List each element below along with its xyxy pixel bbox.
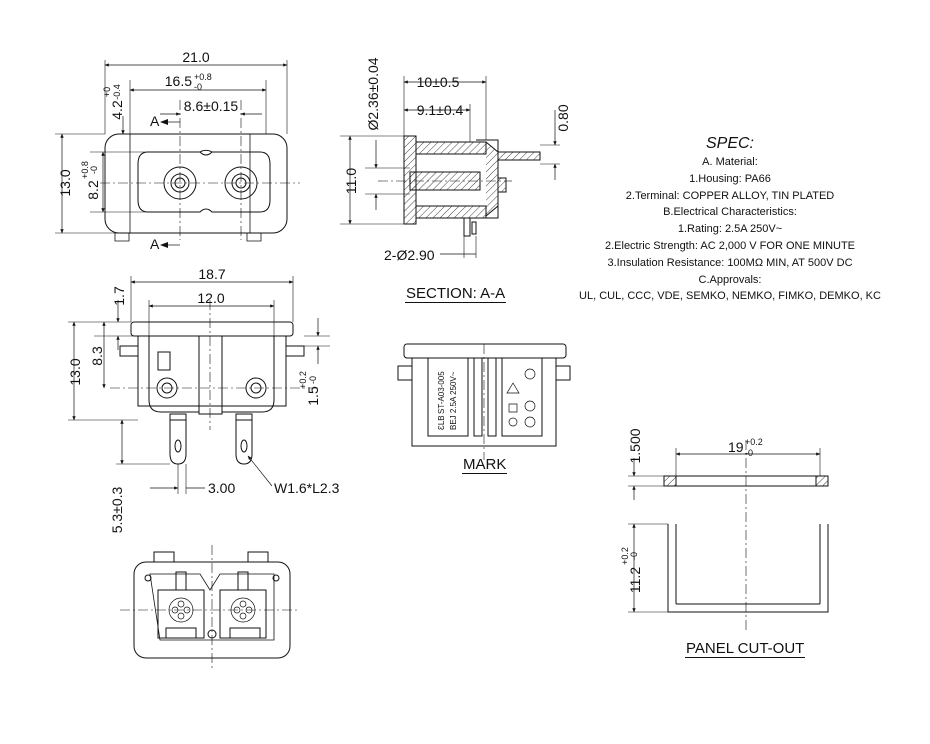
dim-side-pin-pitch: 3.00: [208, 480, 235, 496]
dim-front-pitch: 8.6±0.15: [184, 98, 239, 114]
side-view: [68, 276, 330, 494]
spec-title: SPEC:: [705, 135, 754, 152]
side-dims: 18.7 12.0 1.7 13.0 8.3 1.5 +0.2 -0 5.3±0…: [67, 266, 340, 533]
dim-front-top: 4.2: [109, 100, 125, 120]
spec-line: A. Material:: [702, 156, 758, 168]
spec-line: B.Electrical Characteristics:: [663, 206, 797, 219]
dim-section-thickness: 0.80: [555, 104, 571, 131]
caption-section: SECTION: A-A: [405, 285, 507, 303]
tol-up: +0.8: [80, 161, 90, 179]
dim-side-pin: 5.3±0.3: [109, 486, 125, 533]
mark-logo: ƐLB: [437, 415, 446, 430]
tol-low: -0: [308, 376, 318, 384]
dim-side-flange: 1.5: [305, 386, 321, 406]
spec-line: 1.Housing: PA66: [689, 172, 771, 185]
caption-panel-cutout: PANEL CUT-OUT: [685, 640, 806, 658]
dim-section-pin-dia: Ø2.36±0.04: [365, 57, 381, 130]
dim-side-width: 18.7: [198, 266, 225, 282]
panel-view: [628, 440, 828, 630]
dim-side-mid: 8.3: [89, 346, 105, 366]
tol-up: +0.8: [194, 72, 212, 82]
mark-texts: ƐLB ST-A03-005 BEJ 2.5A 250V~: [437, 371, 458, 430]
section-mark-top: A: [150, 113, 160, 129]
tol-up: +0.2: [620, 547, 630, 565]
section-mark-bottom: A: [150, 236, 160, 252]
spec-line: 2.Electric Strength: AC 2,000 V FOR ONE …: [604, 239, 856, 252]
dim-section-height: 11.0: [343, 168, 359, 194]
dim-section-holes: 2-Ø2.90: [384, 247, 435, 263]
spec-line: 1.Rating: 2.5A 250V~: [677, 223, 783, 236]
spec-block: SPEC: A. Material: 1.Housing: PA66 2.Ter…: [560, 134, 900, 305]
caption-mark: MARK: [462, 456, 508, 474]
dim-section-depth2: 9.1±0.4: [417, 102, 464, 118]
front-dims: 21.0 16.5 +0.8 -0 8.6±0.15 A A 13.0 8.2 …: [57, 49, 238, 252]
dim-front-height: 13.0: [57, 169, 73, 196]
dim-front-width2: 16.5: [165, 73, 192, 89]
panel-dims: 19 +0.2 -0 1.500 11.2 +0.2 -0: [620, 428, 763, 593]
tol-low: -0.4: [112, 84, 122, 100]
tol-low: -0: [745, 448, 753, 458]
tol-up: +0.2: [298, 371, 308, 389]
dim-side-height: 13.0: [67, 358, 83, 385]
mark-model: ST-A03-005: [437, 371, 446, 414]
dim-front-inner: 8.2: [85, 180, 101, 200]
dim-side-top: 1.7: [111, 286, 127, 306]
mark-view: [398, 344, 570, 460]
dim-side-tab: W1.6*L2.3: [274, 480, 340, 496]
dim-section-depth: 10±0.5: [417, 74, 460, 90]
tol-low: -0: [89, 166, 99, 174]
spec-line: 3.Insulation Resistance: 100MΩ MIN, AT 5…: [607, 256, 853, 269]
bottom-view: [120, 545, 300, 668]
dim-front-width: 21.0: [182, 49, 209, 65]
spec-line: UL, CUL, CCC, VDE, SEMKO, NEMKO, FIMKO, …: [579, 290, 881, 303]
dim-panel-height: 11.2: [627, 567, 643, 593]
dim-side-inner: 12.0: [197, 290, 224, 306]
section-dims: 10±0.5 9.1±0.4 Ø2.36±0.04 11.0 0.80 2-Ø2…: [343, 57, 571, 263]
front-view: [55, 60, 300, 248]
tol-up: +0.2: [745, 437, 763, 447]
dim-panel-width: 19: [728, 439, 744, 455]
dim-panel-thickness: 1.500: [627, 428, 643, 463]
tol-low: -0: [194, 82, 202, 92]
section-view: [340, 76, 560, 258]
mark-rating: BEJ 2.5A 250V~: [449, 371, 458, 430]
tol-low: -0: [629, 552, 639, 560]
spec-line: 2.Terminal: COPPER ALLOY, TIN PLATED: [625, 189, 835, 202]
spec-line: C.Approvals:: [698, 273, 762, 286]
tol-up: +0: [102, 87, 112, 97]
